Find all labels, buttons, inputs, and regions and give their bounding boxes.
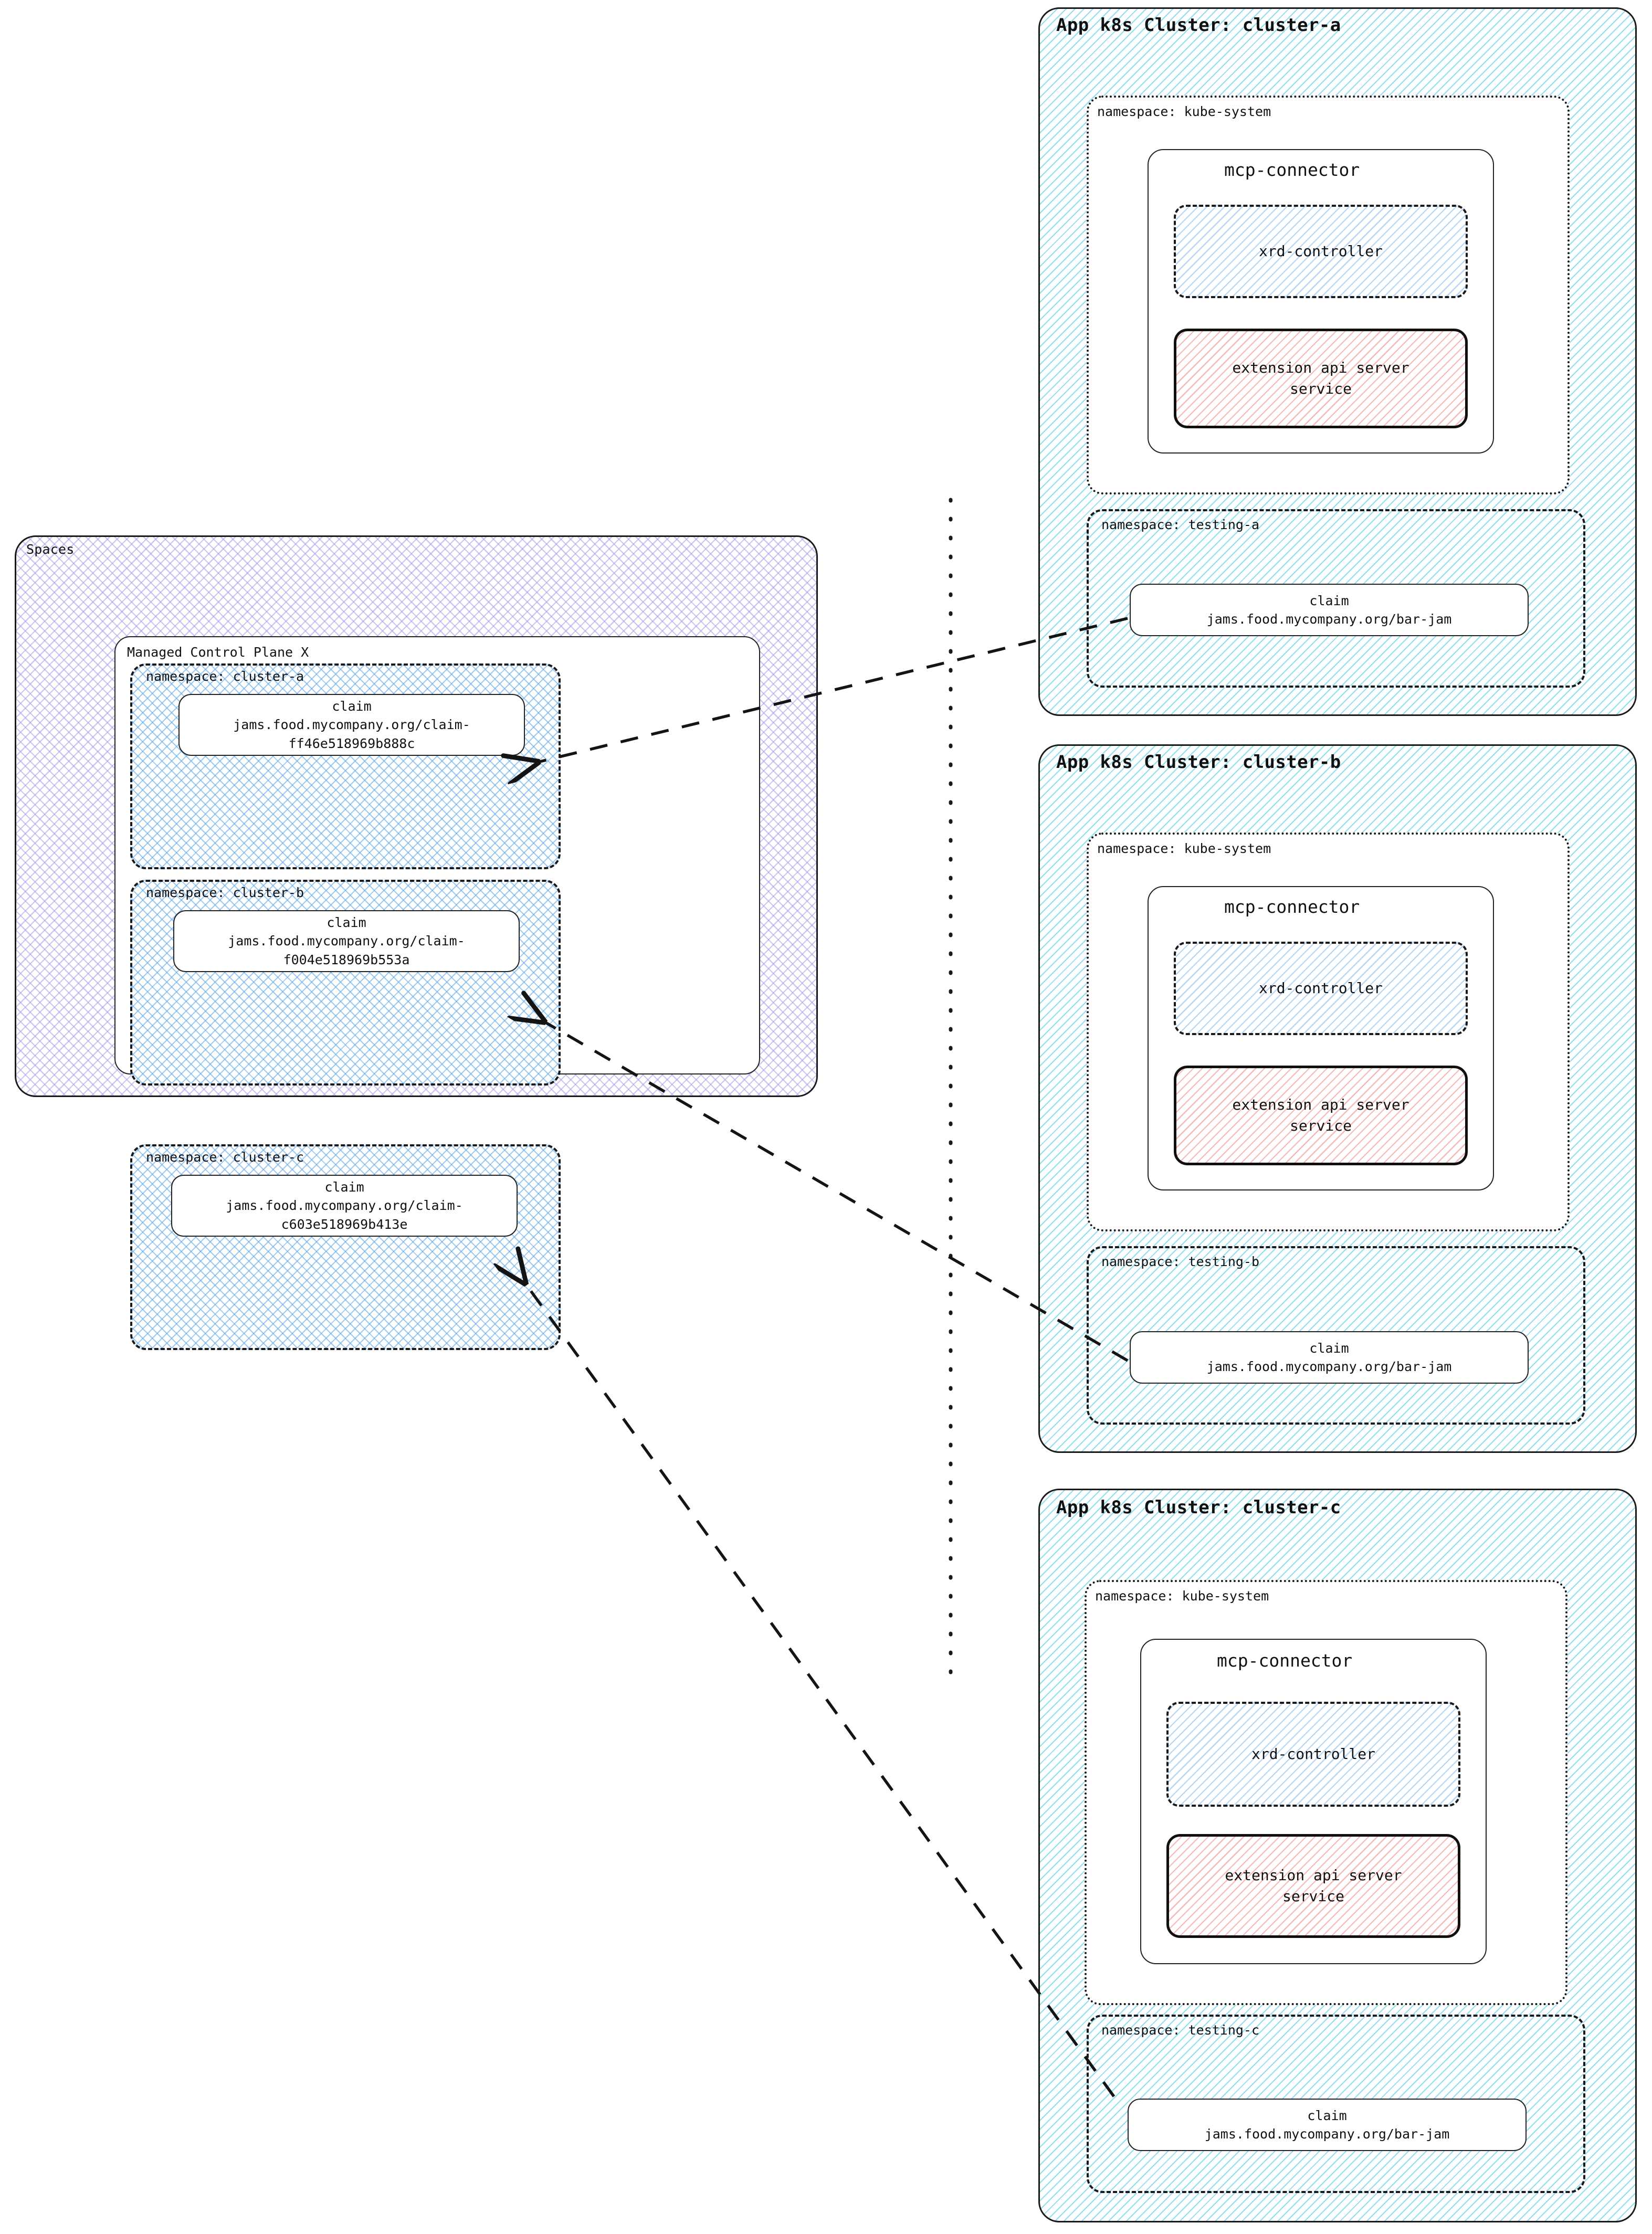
api-server-line1: extension api server bbox=[1232, 359, 1409, 377]
claim-kind: claim bbox=[327, 914, 366, 930]
mcp-connector-label-c: mcp-connector bbox=[1217, 1650, 1353, 1671]
claim-ref: jams.food.mycompany.org/bar-jam bbox=[1206, 1359, 1452, 1374]
claim-box-cluster-a[interactable] bbox=[178, 694, 525, 756]
claim-cluster-c-text: claim jams.food.mycompany.org/claim- c60… bbox=[171, 1175, 518, 1237]
claim-kind: claim bbox=[332, 698, 372, 714]
claim-ref-line1: jams.food.mycompany.org/claim- bbox=[228, 933, 465, 949]
app-cluster-a-title: App k8s Cluster: cluster-a bbox=[1056, 15, 1341, 36]
connection-testing-c-to-cluster-c bbox=[525, 1283, 1116, 2098]
claim-kind: claim bbox=[1309, 593, 1349, 608]
testing-namespace-c-label: namespace: testing-c bbox=[1101, 2022, 1260, 2038]
claim-box-testing-a[interactable] bbox=[1130, 584, 1529, 636]
claim-ref-line1: jams.food.mycompany.org/claim- bbox=[226, 1198, 463, 1214]
mcp-connector-label-b: mcp-connector bbox=[1224, 897, 1360, 917]
testing-namespace-a-label: namespace: testing-a bbox=[1101, 517, 1260, 532]
claim-kind: claim bbox=[324, 1179, 364, 1195]
app-cluster-b-title: App k8s Cluster: cluster-b bbox=[1056, 752, 1341, 773]
api-server-line1: extension api server bbox=[1232, 1096, 1409, 1114]
namespace-cluster-a-label: namespace: cluster-a bbox=[146, 669, 304, 684]
api-server-line2: service bbox=[1282, 1888, 1344, 1905]
xrd-controller-label-b: xrd-controller bbox=[1258, 979, 1383, 997]
claim-kind: claim bbox=[1309, 1340, 1349, 1356]
kube-system-label-c: namespace: kube-system bbox=[1095, 1588, 1269, 1604]
xrd-controller-label-c: xrd-controller bbox=[1251, 1745, 1375, 1763]
kube-system-label-a: namespace: kube-system bbox=[1097, 104, 1271, 119]
claim-ref-line2: ff46e518969b888c bbox=[288, 735, 415, 751]
testing-namespace-b-label: namespace: testing-b bbox=[1101, 1254, 1260, 1269]
claim-ref-line2: f004e518969b553a bbox=[283, 952, 410, 967]
claim-ref: jams.food.mycompany.org/bar-jam bbox=[1204, 2126, 1450, 2142]
claim-box-cluster-b[interactable] bbox=[173, 910, 520, 972]
extension-api-server-c bbox=[1166, 1834, 1460, 1938]
claim-box-testing-c[interactable] bbox=[1128, 2099, 1527, 2151]
claim-testing-a-text: claim jams.food.mycompany.org/bar-jam bbox=[1130, 584, 1529, 636]
app-cluster-c-title: App k8s Cluster: cluster-c bbox=[1056, 1497, 1341, 1518]
extension-api-server-label-a: extension api server service bbox=[1174, 329, 1468, 428]
extension-api-server-a bbox=[1174, 329, 1468, 428]
claim-testing-c-text: claim jams.food.mycompany.org/bar-jam bbox=[1128, 2099, 1527, 2151]
kube-system-label-b: namespace: kube-system bbox=[1097, 841, 1271, 856]
spaces-label: Spaces bbox=[26, 542, 75, 557]
xrd-controller-a bbox=[1174, 205, 1468, 298]
claim-box-testing-b[interactable] bbox=[1130, 1331, 1529, 1384]
xrd-controller-b bbox=[1174, 942, 1468, 1035]
claim-cluster-a-text: claim jams.food.mycompany.org/claim- ff4… bbox=[178, 694, 525, 756]
xrd-controller-c bbox=[1166, 1702, 1460, 1807]
claim-box-cluster-c[interactable] bbox=[171, 1175, 518, 1237]
namespace-cluster-b-label: namespace: cluster-b bbox=[146, 885, 304, 900]
api-server-line1: extension api server bbox=[1225, 1867, 1402, 1884]
namespace-cluster-c-label: namespace: cluster-c bbox=[146, 1150, 304, 1165]
api-server-line2: service bbox=[1289, 380, 1352, 397]
extension-api-server-label-c: extension api server service bbox=[1166, 1834, 1460, 1938]
claim-cluster-b-text: claim jams.food.mycompany.org/claim- f00… bbox=[173, 910, 520, 972]
xrd-controller-label-a: xrd-controller bbox=[1258, 243, 1383, 260]
claim-ref-line1: jams.food.mycompany.org/claim- bbox=[233, 717, 470, 733]
claim-ref: jams.food.mycompany.org/bar-jam bbox=[1206, 612, 1452, 627]
mcp-connector-label-a: mcp-connector bbox=[1224, 160, 1360, 180]
control-plane-label: Managed Control Plane X bbox=[127, 645, 309, 660]
extension-api-server-b bbox=[1174, 1066, 1468, 1165]
api-server-line2: service bbox=[1289, 1117, 1352, 1134]
claim-kind: claim bbox=[1307, 2107, 1347, 2123]
extension-api-server-label-b: extension api server service bbox=[1174, 1066, 1468, 1165]
claim-testing-b-text: claim jams.food.mycompany.org/bar-jam bbox=[1130, 1331, 1529, 1384]
claim-ref-line2: c603e518969b413e bbox=[281, 1216, 408, 1232]
